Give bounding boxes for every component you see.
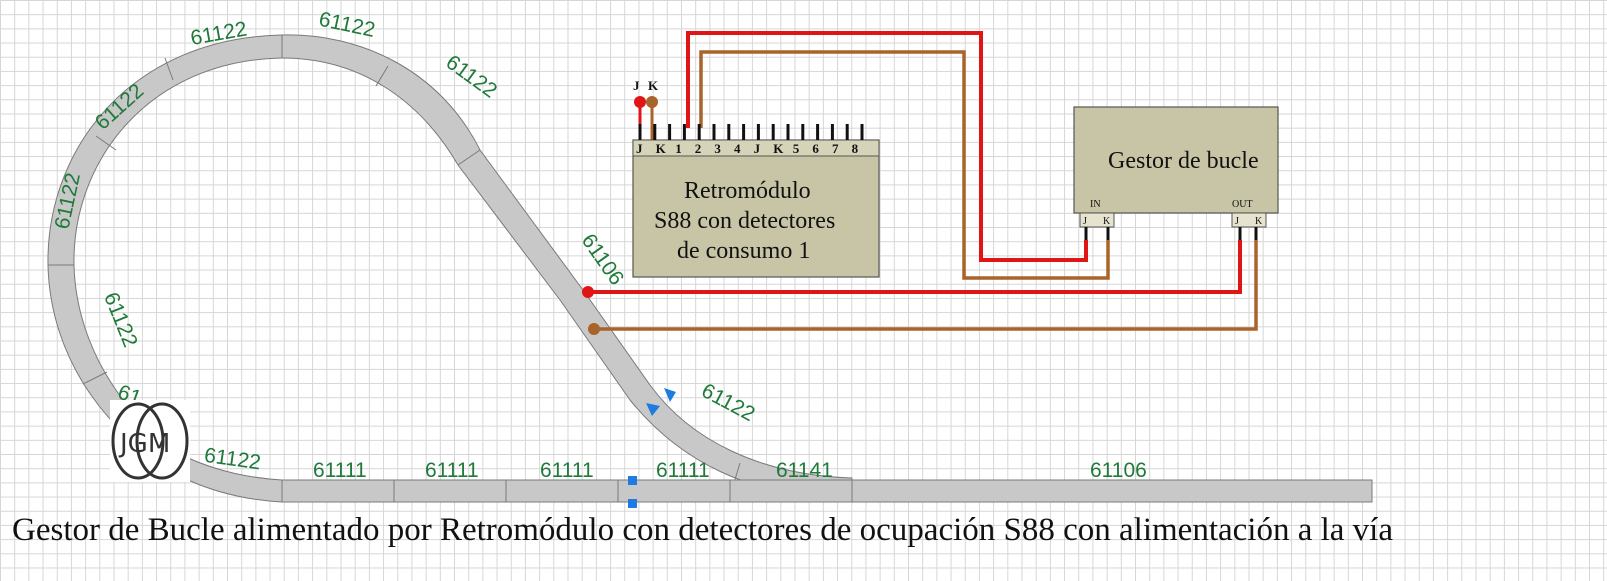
track-label: 61122	[442, 51, 502, 103]
track-feed-j-dot	[582, 286, 594, 298]
gestor-in-terminal	[1079, 212, 1115, 228]
retro-k-label: K	[648, 78, 659, 93]
pin-label: 1	[675, 141, 682, 156]
retro-title-3: de consumo 1	[677, 238, 810, 264]
gestor-out-label: OUT	[1232, 199, 1253, 210]
logo-ring-right	[135, 402, 189, 480]
track-label: 61106	[1090, 459, 1147, 482]
track-label: 61122	[698, 379, 759, 426]
logo-background	[110, 400, 190, 482]
track-label: 61122	[317, 8, 377, 42]
terminal-k-dot	[646, 96, 658, 108]
track-label: 61111	[540, 459, 594, 482]
gestor-in-label: IN	[1090, 199, 1101, 210]
logo-letters: JGM	[118, 429, 170, 459]
pin-label: 3	[714, 141, 721, 156]
track-layout	[47, 34, 1373, 503]
gestor-in-j: J	[1083, 216, 1087, 227]
marker-diag-2	[646, 403, 660, 416]
track-label: 61111	[313, 459, 367, 482]
track-label: 61106	[577, 230, 628, 290]
marker-top	[628, 476, 637, 485]
pin-ticks	[638, 124, 864, 140]
retro-j-label: J	[633, 78, 640, 93]
marker-diag-1	[664, 388, 676, 402]
pin-label: K	[656, 141, 667, 156]
pin-label: J	[636, 141, 643, 156]
wire-k-out	[594, 240, 1258, 331]
pin-label: 5	[793, 141, 800, 156]
track-label: 61111	[656, 459, 710, 482]
terminal-j-dot	[634, 96, 646, 108]
track-straight-3	[505, 479, 619, 503]
pin-label: J	[754, 141, 761, 156]
gestor-out-j: J	[1235, 216, 1239, 227]
logo-ring-left	[111, 402, 165, 480]
track-label: 61111	[425, 459, 479, 482]
gestor-body	[1073, 106, 1279, 214]
track-straight-1	[281, 479, 395, 503]
pin-label: 8	[852, 141, 859, 156]
retro-title-1: Retromódulo	[684, 178, 811, 204]
track-straight-5	[729, 479, 853, 503]
wire-k-in	[699, 50, 1110, 280]
track-straight-6	[851, 479, 1373, 503]
diagram-caption: Gestor de Bucle alimentado por Retromódu…	[12, 512, 1393, 548]
loop-dividers	[48, 35, 741, 487]
pin-strip	[632, 139, 880, 157]
wiring	[582, 31, 1258, 335]
retro-title-2: S88 con detectores	[654, 208, 835, 234]
pin-label: 7	[832, 141, 839, 156]
track-straight-2	[393, 479, 507, 503]
gestor-terminal-leads	[1084, 227, 1258, 240]
retromodulo-body	[632, 139, 880, 278]
marker-bottom	[628, 499, 637, 508]
pin-label: K	[773, 141, 784, 156]
isolation-markers	[628, 388, 676, 508]
track-feed-k-dot	[588, 323, 600, 335]
gestor-title: Gestor de bucle	[1108, 148, 1259, 174]
wire-j-in	[686, 31, 1088, 262]
track-label: 61141	[776, 459, 833, 482]
jgm-logo: JGM	[110, 400, 190, 482]
gestor-de-bucle: Gestor de bucle IN OUT J K J K	[1073, 106, 1279, 240]
pin-label: 4	[734, 141, 741, 156]
pin-label: 2	[695, 141, 702, 156]
wire-j-out	[588, 240, 1242, 294]
gestor-out-k: K	[1255, 216, 1263, 227]
gestor-in-k: K	[1103, 216, 1111, 227]
track-label: 61122	[99, 289, 142, 350]
gestor-out-terminal	[1231, 212, 1267, 228]
pin-label: 6	[812, 141, 819, 156]
